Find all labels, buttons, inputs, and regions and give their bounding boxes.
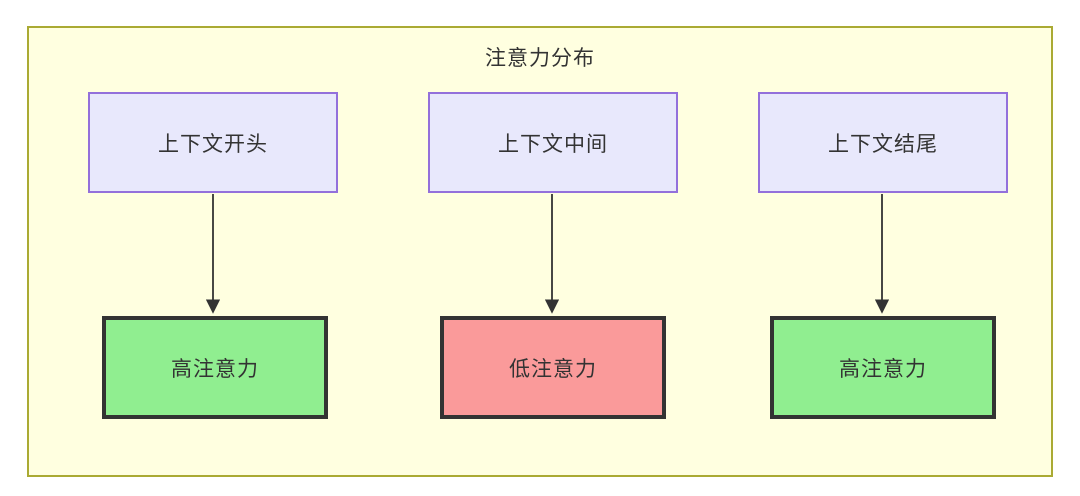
node-context-start-label: 上下文开头 (158, 132, 268, 156)
node-context-end-label: 上下文结尾 (828, 132, 938, 156)
node-context-middle[interactable]: 上下文中间 (428, 92, 678, 193)
node-attention-low-middle-label: 低注意力 (509, 357, 597, 381)
node-context-middle-label: 上下文中间 (498, 132, 608, 156)
subgraph-title: 注意力分布 (485, 47, 595, 70)
node-context-start[interactable]: 上下文开头 (88, 92, 338, 193)
node-attention-high-end[interactable]: 高注意力 (770, 316, 996, 419)
node-attention-low-middle[interactable]: 低注意力 (440, 316, 666, 419)
node-attention-high-start-label: 高注意力 (171, 357, 259, 381)
node-attention-high-start[interactable]: 高注意力 (102, 316, 328, 419)
node-context-end[interactable]: 上下文结尾 (758, 92, 1008, 193)
node-attention-high-end-label: 高注意力 (839, 357, 927, 381)
